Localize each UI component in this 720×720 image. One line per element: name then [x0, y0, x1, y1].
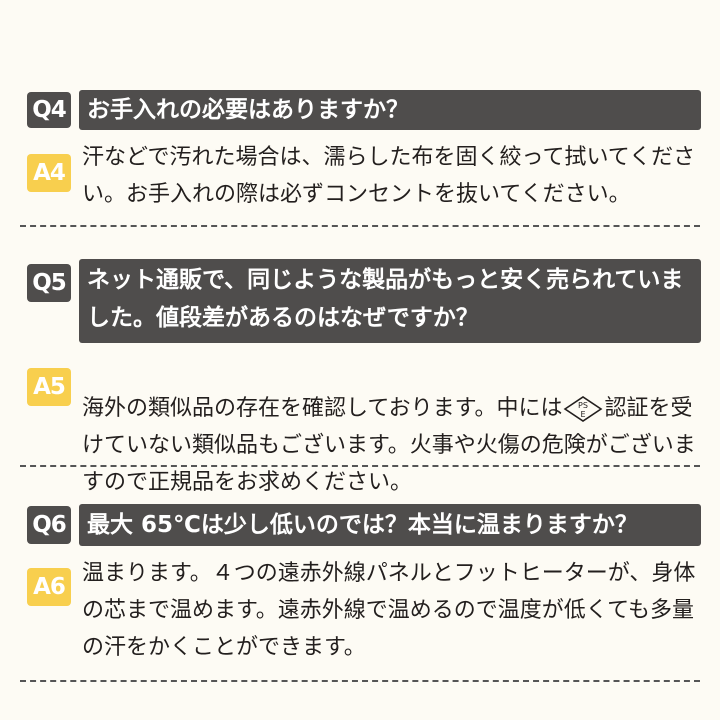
- question-badge: Q4: [27, 92, 71, 128]
- answer-text: 海外の類似品の存在を確認しております。中には PS E 認証を受けていない類似品…: [82, 353, 712, 501]
- answer-text-part: 海外の類似品の存在を確認しております。中には: [82, 396, 563, 421]
- divider: [20, 225, 700, 227]
- question-text: ネット通販で、同じような製品がもっと安く売られていました。値段差があるのはなぜで…: [79, 259, 701, 343]
- answer-text: 温まります。４つの遠赤外線パネルとフットヒーターが、身体の芯まで温めます。遠赤外…: [82, 561, 696, 660]
- divider: [20, 680, 700, 682]
- answer-text-part: 認証を受けていない類似品もございます。火事や火傷の危険がございますので正規品をお…: [82, 396, 696, 495]
- question-text: お手入れの必要はありますか？: [79, 90, 701, 130]
- divider: [20, 465, 700, 467]
- question-text: 最大 65℃は少し低いのでは？本当に温まりますか？: [79, 504, 701, 546]
- svg-text:E: E: [581, 410, 586, 419]
- question-badge: Q5: [27, 264, 71, 302]
- answer-text: 汗などで汚れた場合は、濡らした布を固く絞って拭いてください。お手入れの際は必ずコ…: [82, 145, 696, 207]
- pse-mark-icon: PS E: [564, 396, 603, 422]
- svg-text:PS: PS: [579, 401, 589, 410]
- answer-badge: A5: [27, 368, 71, 406]
- answer-badge: A4: [27, 154, 71, 192]
- answer-badge: A6: [27, 568, 71, 606]
- question-badge: Q6: [27, 506, 71, 544]
